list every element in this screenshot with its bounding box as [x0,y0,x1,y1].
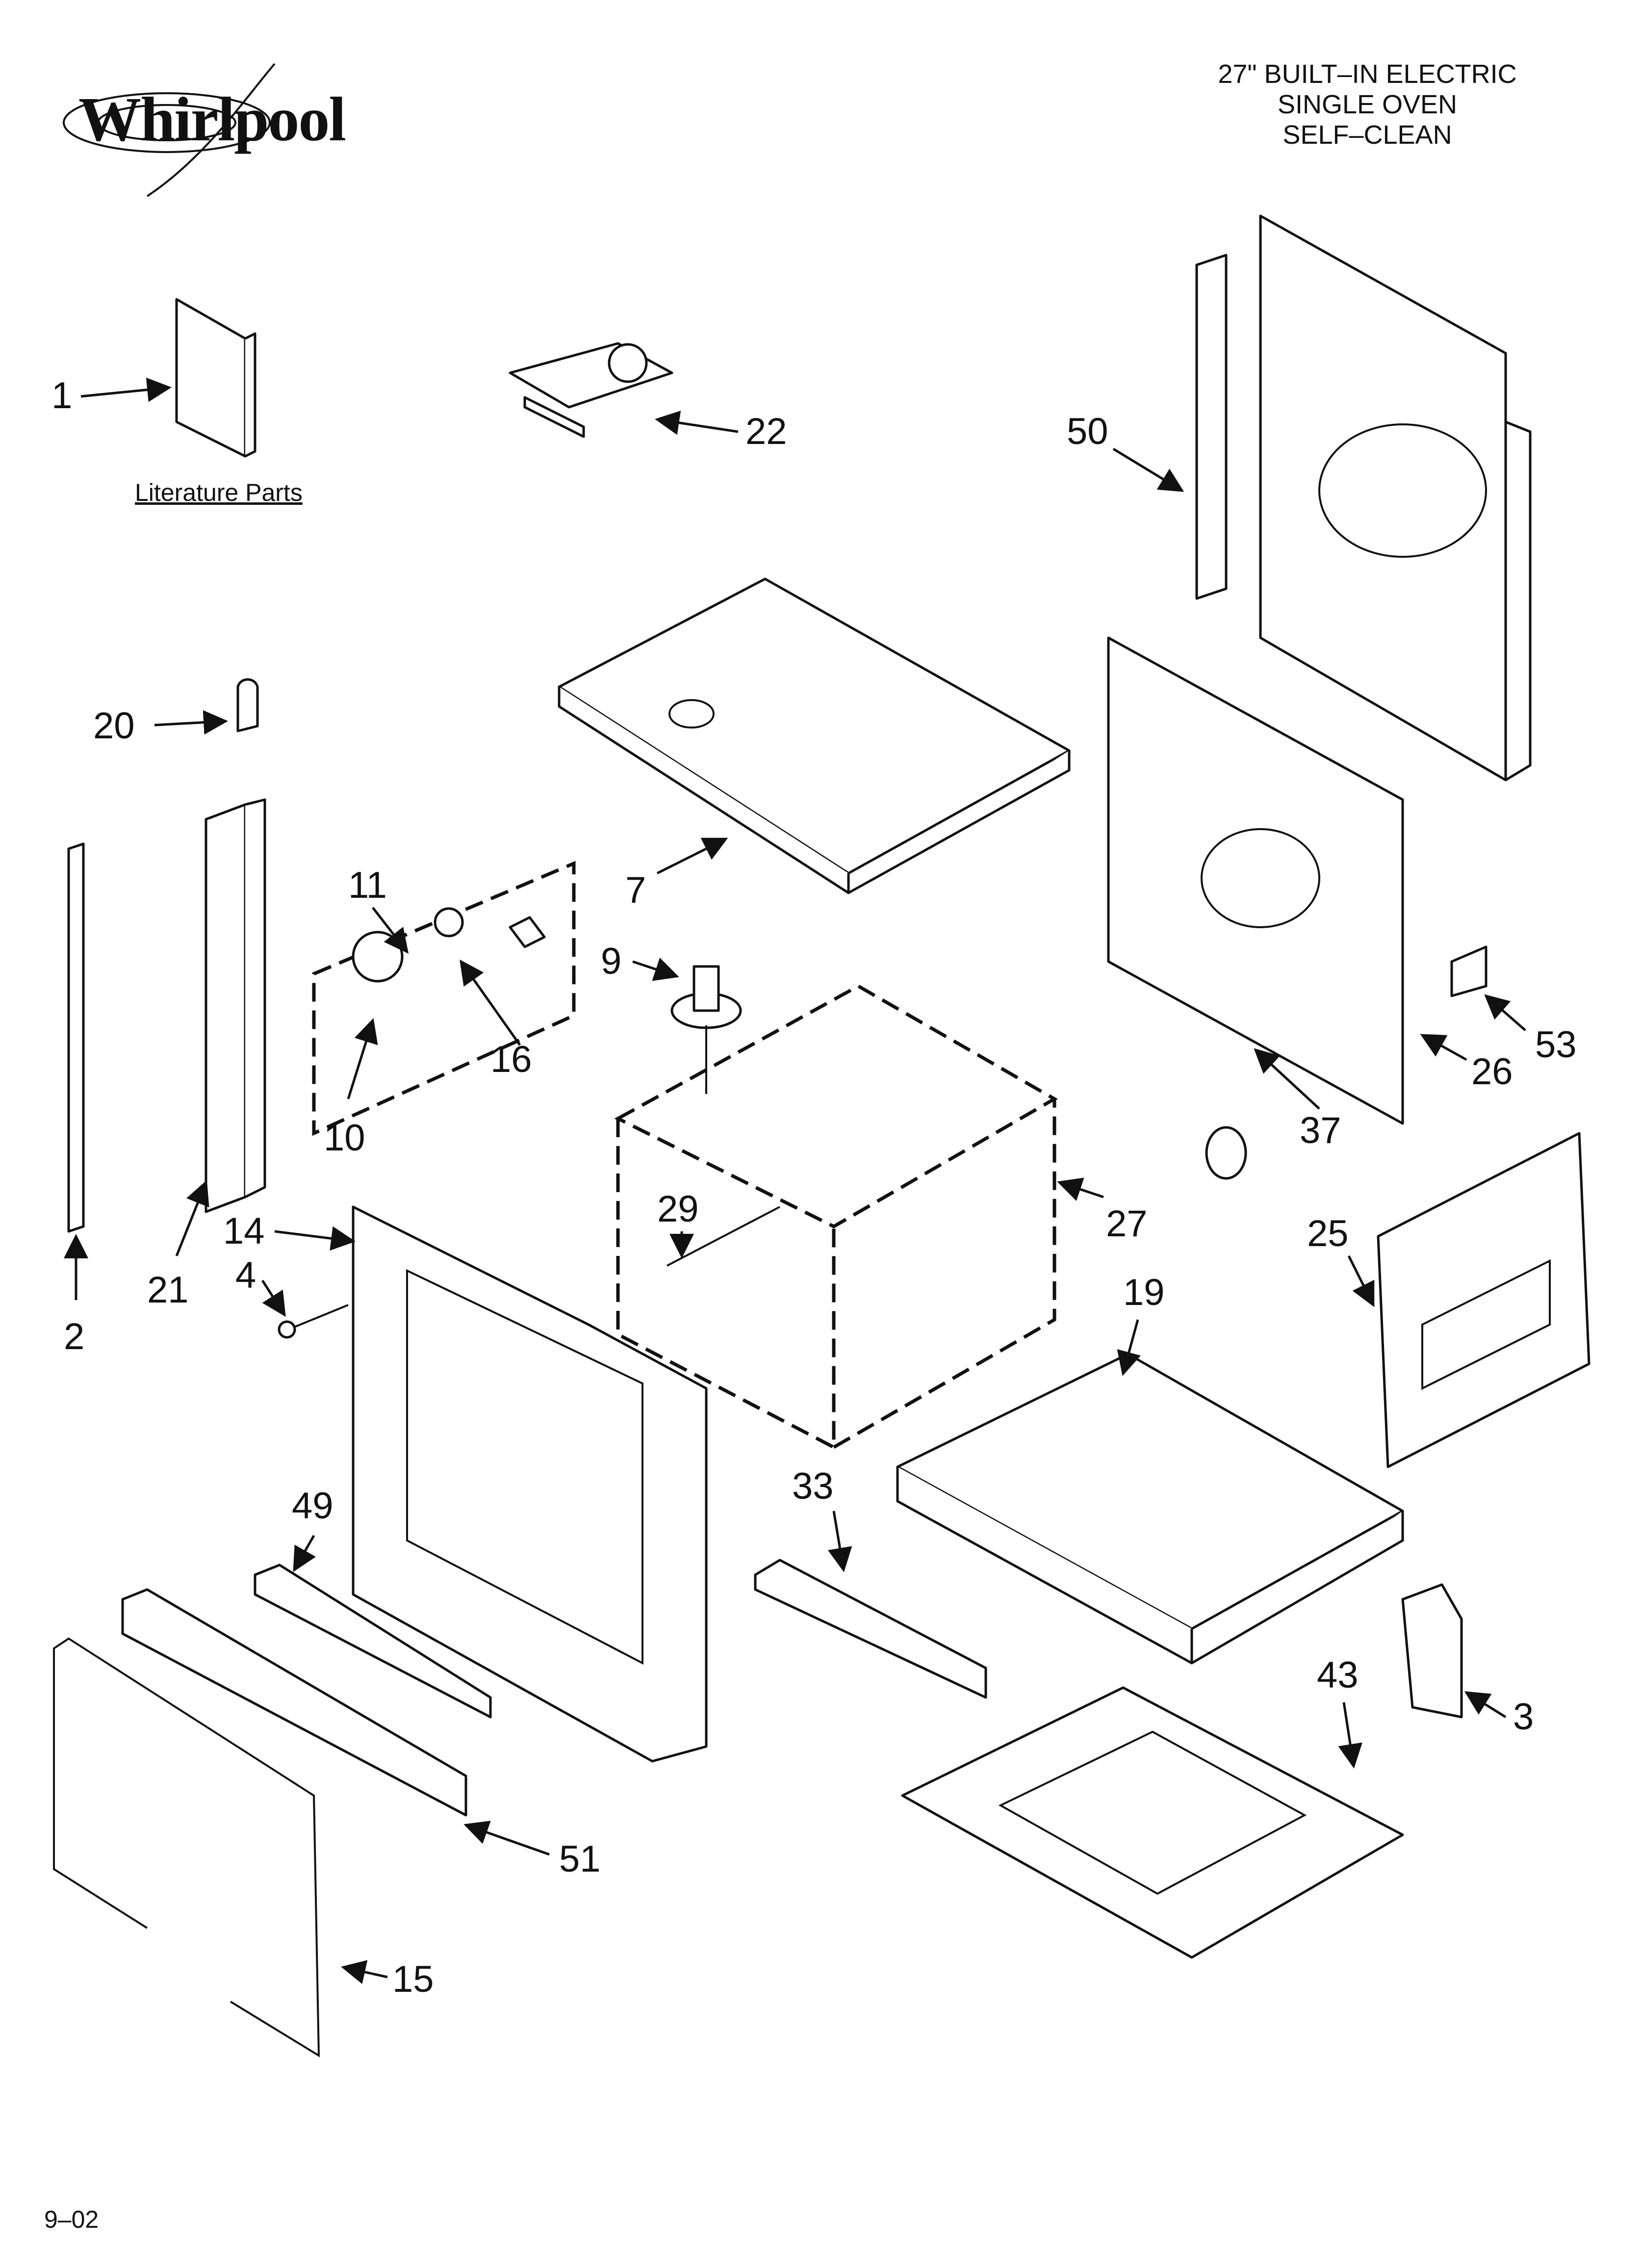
part-1-literature [175,298,257,458]
callout-27: 27 [1106,1203,1148,1245]
diagram-title: 27" BUILT–IN ELECTRIC SINGLE OVEN SELF–C… [1147,59,1588,150]
callout-49: 49 [292,1485,334,1527]
callout-10: 10 [324,1117,365,1159]
title-line-3: SELF–CLEAN [1283,120,1452,150]
callout-11: 11 [348,864,387,906]
part-11-light-group-outline [312,860,576,1136]
part-9-sensor [670,965,742,1094]
literature-parts-label: Literature Parts [135,479,303,506]
part-49-channel [254,1564,492,1719]
part-25-side-panel [1377,1132,1591,1468]
part-22-latch-assembly [509,342,673,438]
callout-21: 21 [147,1269,189,1311]
callout-33: 33 [792,1465,834,1507]
callout-43: 43 [1317,1654,1359,1696]
revision-code: 9–02 [44,2206,99,2233]
whirlpool-swirl-icon [63,63,276,197]
part-15-door-gasket [53,1637,320,2058]
part-16-light-bulb [434,907,464,938]
part-2-side-trim [67,842,85,1233]
part-33-channel [754,1559,987,1699]
part-50-back-panel [1195,214,1532,782]
callout-51: 51 [559,1838,601,1880]
part-37-thermal-switch [1205,1126,1247,1180]
part-20-cap [236,678,259,732]
part-4-screw [278,1304,349,1339]
part-43-bottom-pan [901,1686,1404,1959]
callout-14: 14 [223,1210,265,1252]
part-27-oven-cavity [614,984,1058,1450]
callout-26: 26 [1471,1051,1513,1093]
leader-lines [64,377,1526,1984]
callout-4: 4 [235,1254,256,1296]
callout-9: 9 [601,940,621,982]
callout-22: 22 [745,411,787,452]
callout-25: 25 [1307,1213,1349,1254]
callout-50: 50 [1067,411,1108,452]
callout-37: 37 [1300,1110,1341,1151]
part-14-front-frame [352,1205,708,1763]
part-19-bottom-tray [896,1353,1404,1665]
callout-19: 19 [1123,1272,1165,1313]
part-11-light-socket [509,916,546,948]
callout-2: 2 [64,1316,84,1357]
callout-29: 29 [657,1188,699,1230]
part-7-top-panel [558,577,1071,894]
title-line-1: 27" BUILT–IN ELECTRIC [1218,59,1517,89]
callout-3: 3 [1513,1696,1534,1738]
callout-7: 7 [625,869,646,911]
part-10-light-lens [352,931,404,983]
callout-20: 20 [93,705,135,747]
whirlpool-logo-text: Whirlpool [78,84,346,154]
title-line-2: SINGLE OVEN [1277,90,1458,119]
part-26-rear-frame [1107,636,1404,1125]
callout-16: 16 [490,1039,532,1080]
part-53-clip [1450,945,1488,997]
part-51-vent-trim [121,1588,467,1817]
part-21-side-channel [205,798,266,1213]
callout-1: 1 [51,375,72,417]
callout-53: 53 [1535,1024,1577,1066]
callout-15: 15 [392,1958,434,2000]
part-3-bracket [1401,1583,1463,1719]
callout-labels: 1 22 50 20 7 11 9 2 21 16 10 26 53 37 29… [51,375,1577,2000]
